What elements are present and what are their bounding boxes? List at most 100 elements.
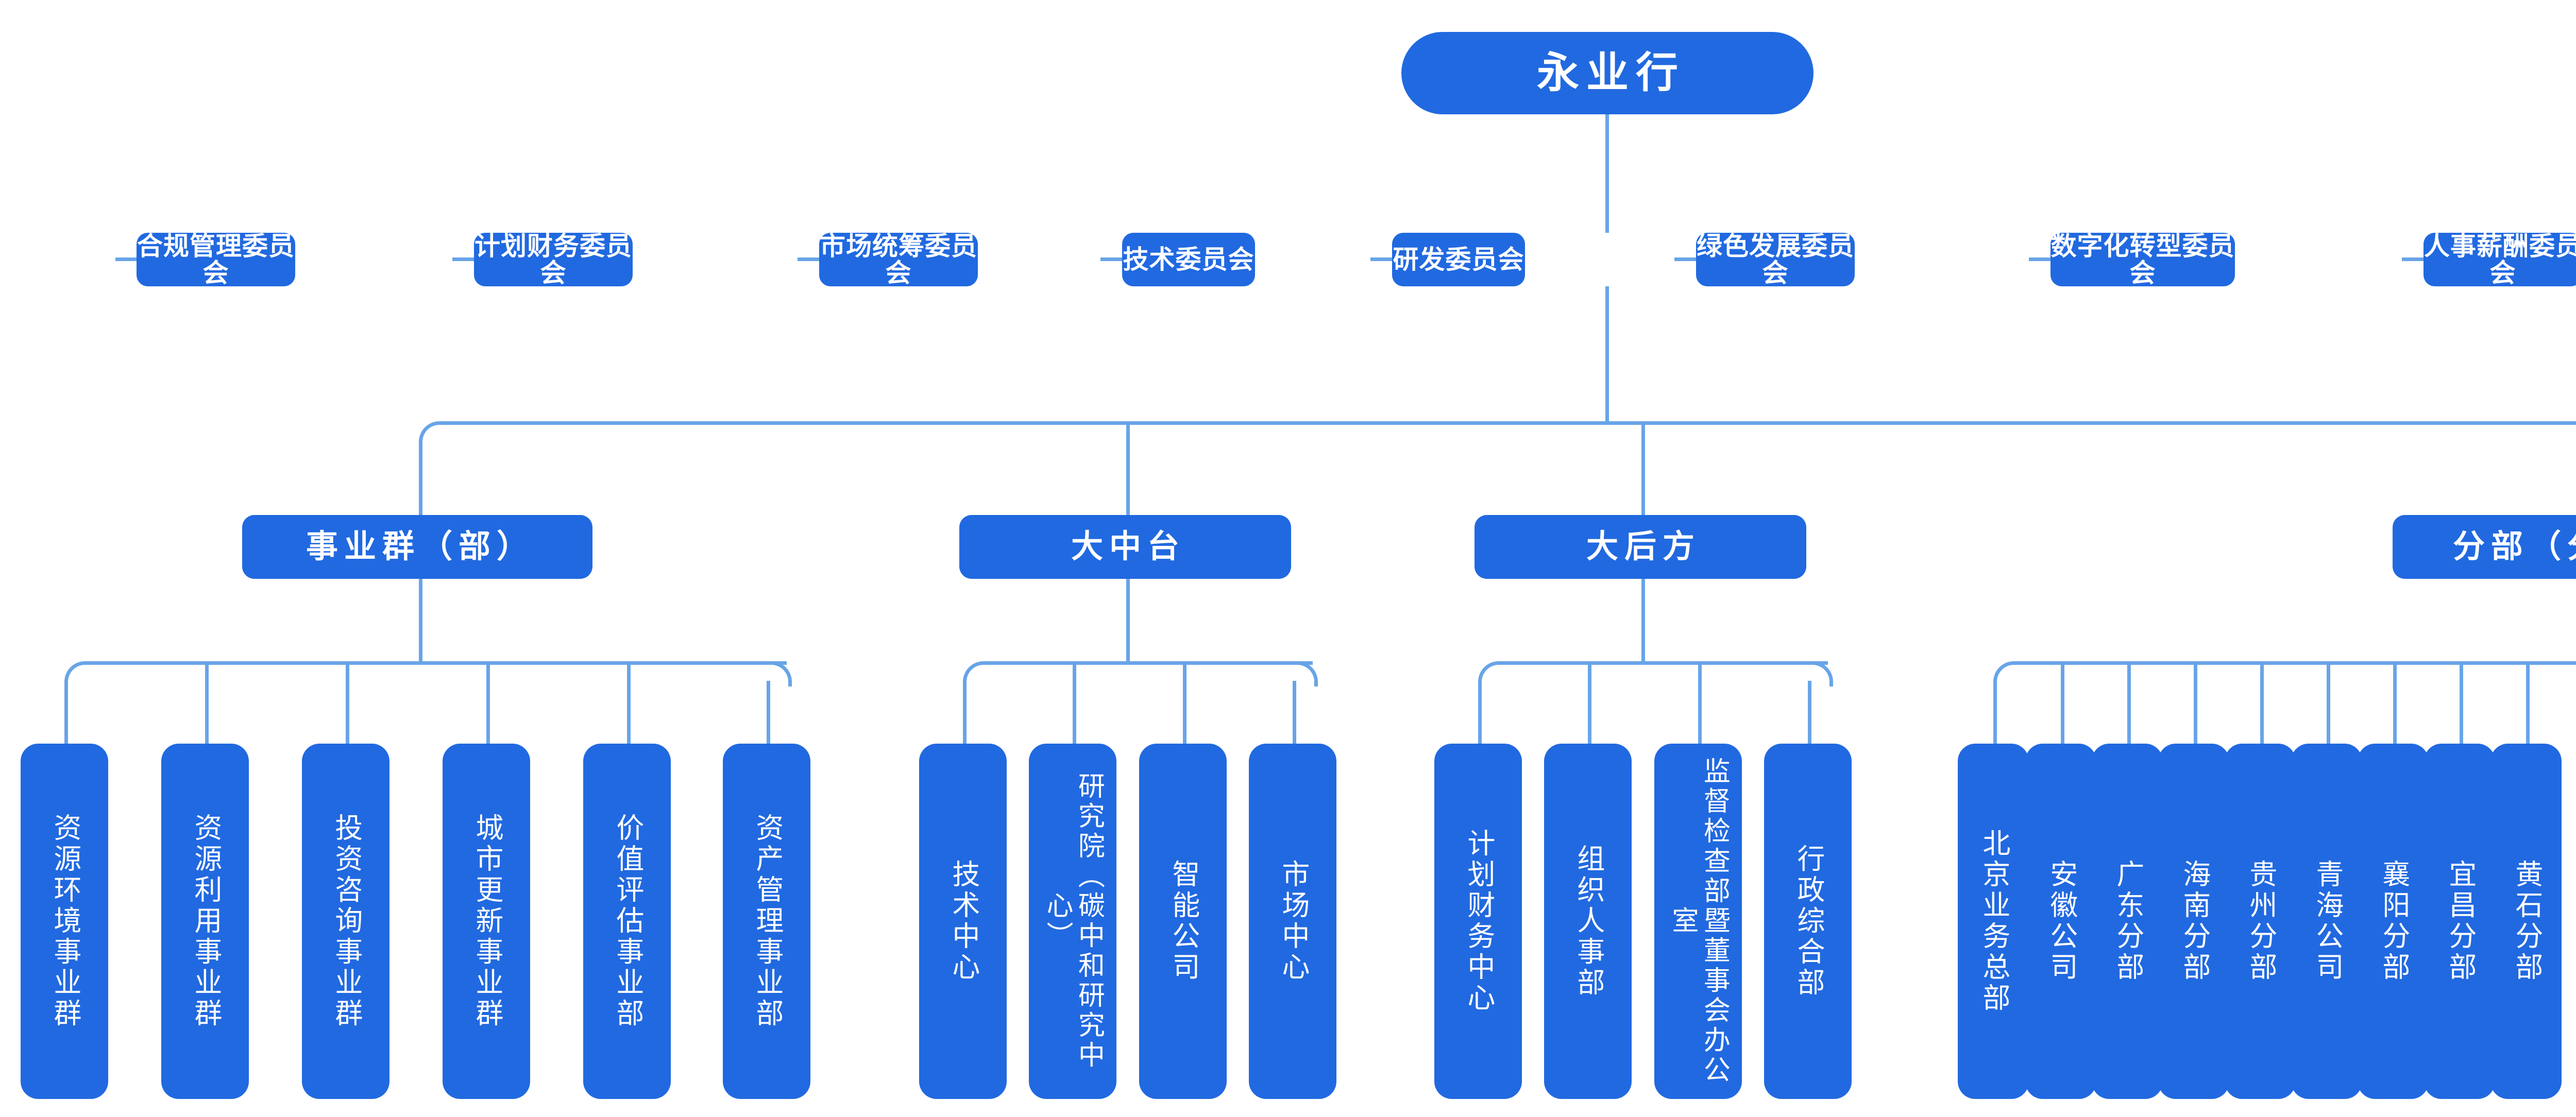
leaf-label: 智能公司 [1167,860,1199,983]
leaf-drop [2127,663,2131,745]
committee-node-4[interactable]: 研发委员会 [1392,233,1525,286]
leaf-bus-corner [1993,661,2019,686]
leaf-label: 监督检查部暨董事会办公室 [1668,757,1730,1086]
leaf-stem [419,579,422,661]
leaf-node-2-2[interactable]: 监督检查部暨董事会办公室 [1654,744,1742,1099]
leaf-bus-corner [1293,661,1318,686]
leaf-bus-corner [1478,661,1503,686]
leaf-bus-corner [963,661,988,686]
group-header-2[interactable]: 大后方 [1475,515,1806,579]
leaf-node-3-2[interactable]: 广东分部 [2092,744,2163,1099]
committee-node-1[interactable]: 计划财务委员会 [474,231,633,287]
leaf-label: 黄石分部 [2511,860,2542,983]
leaf-drop [1478,681,1482,745]
leaf-bus-corner [767,661,792,686]
committee-link [1370,257,1392,261]
leaf-label: 海南分部 [2178,860,2210,983]
leaf-node-0-4[interactable]: 价值评估事业部 [583,744,671,1099]
leaf-bus [983,661,1313,665]
leaf-node-1-3[interactable]: 市场中心 [1249,744,1336,1099]
leaf-node-0-1[interactable]: 资源利用事业群 [161,744,249,1099]
leaf-label: 组织人事部 [1572,844,1604,999]
leaf-node-2-0[interactable]: 计划财务中心 [1434,744,1522,1099]
leaf-drop [627,663,631,745]
root-stem-lower [1605,286,1609,421]
leaf-label: 市场中心 [1277,860,1309,983]
group-bus [439,421,2576,425]
leaf-drop [2260,663,2264,745]
leaf-node-3-3[interactable]: 海南分部 [2158,744,2229,1099]
leaf-label: 宜昌分部 [2444,860,2476,983]
committee-node-0[interactable]: 合规管理委员会 [137,231,295,287]
leaf-node-2-3[interactable]: 行政综合部 [1764,744,1852,1099]
leaf-label: 贵州分部 [2245,860,2276,983]
leaf-node-3-5[interactable]: 青海公司 [2291,744,2362,1099]
leaf-drop [1073,663,1076,745]
leaf-drop [1698,663,1702,745]
root-node[interactable]: 永业行 [1401,32,1814,114]
leaf-drop [767,681,770,745]
root-stem [1605,114,1609,233]
leaf-drop [64,681,68,745]
leaf-drop [1183,663,1187,745]
leaf-node-1-2[interactable]: 智能公司 [1139,744,1227,1099]
leaf-label: 行政综合部 [1792,844,1824,999]
leaf-node-2-1[interactable]: 组织人事部 [1544,744,1632,1099]
committee-link [2029,257,2050,261]
group-drop [1126,423,1130,516]
leaf-label: 广东分部 [2112,860,2143,983]
leaf-node-0-0[interactable]: 资源环境事业群 [21,744,108,1099]
leaf-drop [2460,663,2463,745]
committee-node-5[interactable]: 绿色发展委员会 [1696,231,1855,287]
leaf-node-0-5[interactable]: 资产管理事业部 [723,744,810,1099]
leaf-drop [2194,663,2197,745]
group-drop [419,441,422,516]
leaf-node-0-3[interactable]: 城市更新事业群 [443,744,530,1099]
committee-node-7[interactable]: 人事薪酬委员会 [2424,232,2576,286]
leaf-drop [2327,663,2330,745]
leaf-bus-corner [64,661,90,686]
committee-link [2402,257,2424,261]
leaf-node-3-4[interactable]: 贵州分部 [2225,744,2296,1099]
leaf-bus-corner [1808,661,1833,686]
leaf-drop [2526,663,2530,745]
leaf-node-1-1[interactable]: 研究院（碳中和研究中心） [1029,744,1116,1099]
committee-link [1674,257,1696,261]
leaf-drop [2061,663,2064,745]
leaf-bus [84,661,787,665]
leaf-label: 青海公司 [2311,860,2343,983]
leaf-drop [1293,681,1296,745]
committee-link [798,257,819,261]
leaf-bus [1498,661,1828,665]
leaf-node-3-6[interactable]: 襄阳分部 [2358,744,2429,1099]
committee-link [115,257,137,261]
leaf-drop [346,663,349,745]
leaf-node-3-1[interactable]: 安徽公司 [2025,744,2096,1099]
group-header-0[interactable]: 事业群（部） [242,515,592,579]
leaf-node-1-0[interactable]: 技术中心 [919,744,1007,1099]
leaf-label: 投资咨询事业群 [330,813,362,1029]
leaf-drop [205,663,209,745]
leaf-label: 城市更新事业群 [471,813,502,1029]
committee-node-3[interactable]: 技术委员会 [1122,233,1255,286]
leaf-label: 资源利用事业群 [190,813,221,1029]
leaf-node-3-8[interactable]: 黄石分部 [2490,744,2562,1099]
leaf-node-0-2[interactable]: 投资咨询事业群 [302,744,389,1099]
leaf-label: 资产管理事业部 [751,813,783,1029]
leaf-label: 技术中心 [947,860,979,983]
leaf-bus [2013,661,2576,665]
committee-node-6[interactable]: 数字化转型委员会 [2050,231,2235,287]
leaf-drop [1588,663,1591,745]
group-header-1[interactable]: 大中台 [959,515,1291,579]
committee-link [1100,257,1122,261]
leaf-drop [2393,663,2397,745]
committee-node-2[interactable]: 市场统筹委员会 [819,231,978,287]
leaf-stem [1126,579,1130,661]
leaf-label: 安徽公司 [2045,860,2077,983]
group-bus-left-corner [419,421,444,446]
leaf-drop [963,681,967,745]
group-header-3[interactable]: 分部（分公司） [2393,515,2576,579]
leaf-node-3-7[interactable]: 宜昌分部 [2424,744,2495,1099]
leaf-node-3-0[interactable]: 北京业务总部 [1958,744,2029,1099]
leaf-drop [486,663,490,745]
